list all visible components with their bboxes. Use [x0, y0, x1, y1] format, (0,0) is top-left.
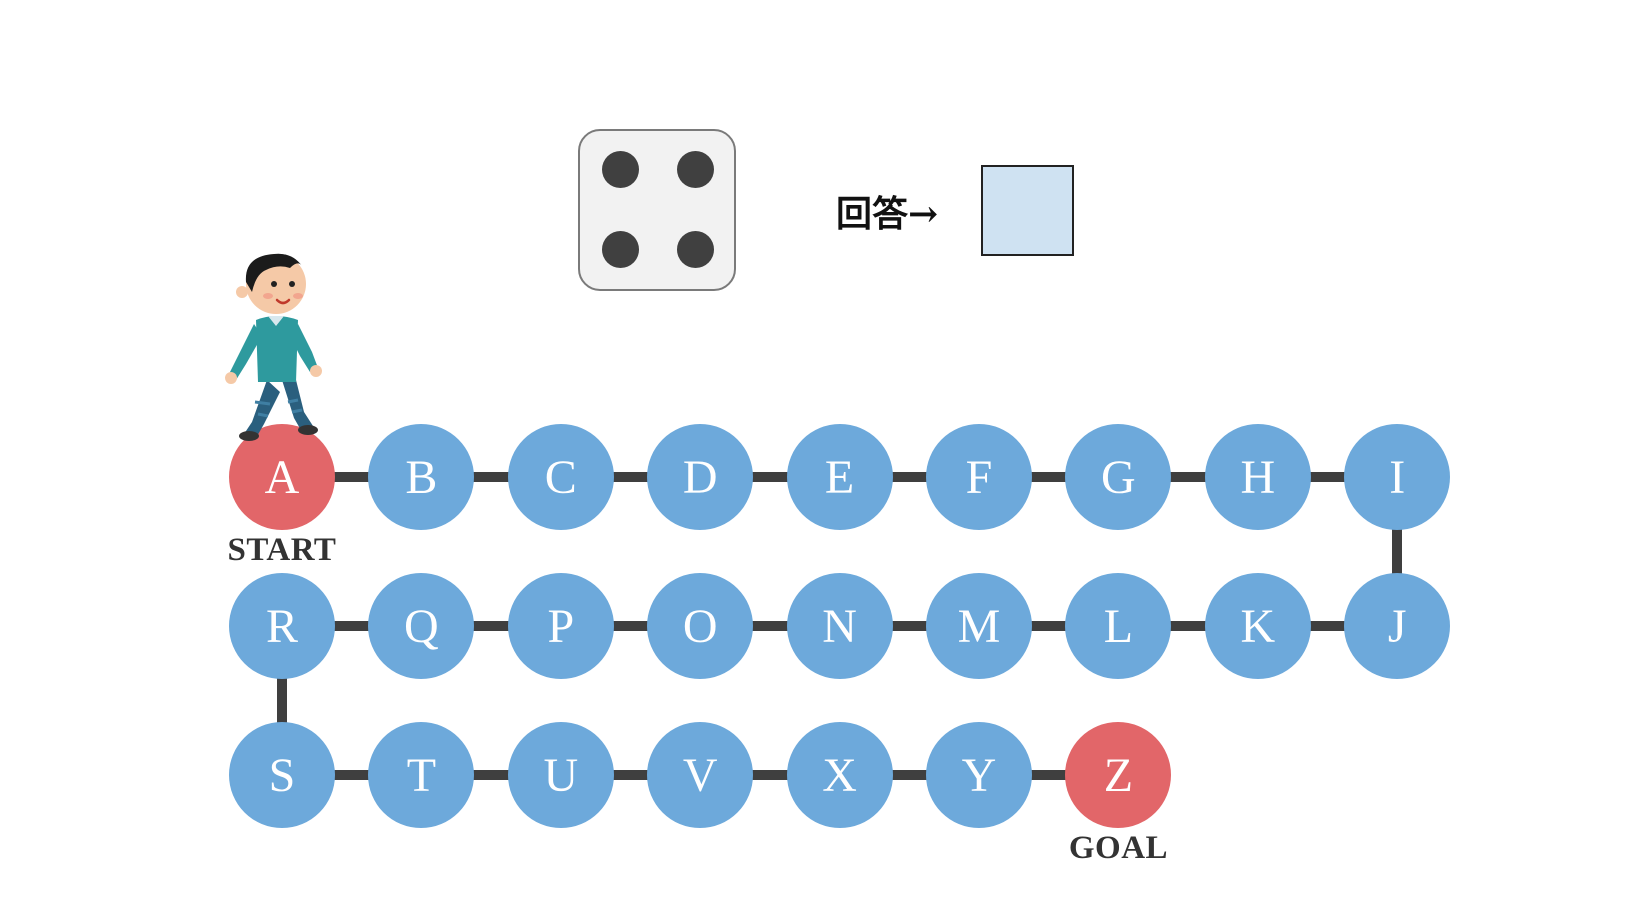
- board-node-label: D: [682, 451, 718, 504]
- board-node-label: C: [544, 451, 577, 504]
- board-node-l[interactable]: L: [1065, 573, 1172, 679]
- board-node-i[interactable]: I: [1344, 424, 1451, 530]
- die-pip: [677, 231, 714, 268]
- board-node-label: F: [965, 451, 993, 504]
- board-node-j[interactable]: J: [1344, 573, 1451, 679]
- board-node-label: S: [268, 749, 296, 802]
- board-node-label: H: [1240, 451, 1276, 504]
- board-node-label: Y: [961, 749, 997, 802]
- board-node-z[interactable]: Z: [1065, 722, 1172, 828]
- die-pip: [602, 151, 639, 188]
- board-node-g[interactable]: G: [1065, 424, 1172, 530]
- board-node-s[interactable]: S: [229, 722, 335, 828]
- board-node-h[interactable]: H: [1204, 424, 1311, 530]
- board-node-label: G: [1101, 451, 1136, 504]
- board-node-p[interactable]: P: [507, 573, 614, 679]
- board-node-label: P: [547, 600, 575, 653]
- board-node-label: I: [1389, 451, 1406, 504]
- board-node-label: X: [822, 749, 857, 802]
- board-node-u[interactable]: U: [507, 722, 614, 828]
- board-node-e[interactable]: E: [786, 424, 893, 530]
- goal-label: GOAL: [1068, 830, 1169, 866]
- board-node-label: B: [405, 451, 438, 504]
- board-node-label: Z: [1103, 749, 1134, 802]
- board-node-label: K: [1240, 600, 1276, 653]
- board-node-o[interactable]: O: [647, 573, 754, 679]
- walking-boy-icon: [225, 253, 322, 441]
- path-connector: [1392, 477, 1403, 626]
- die-pip: [602, 231, 639, 268]
- die-pip: [677, 151, 714, 188]
- board-node-label: N: [822, 600, 857, 653]
- board-node-v[interactable]: V: [647, 722, 754, 828]
- board-node-label: E: [824, 451, 855, 504]
- board-node-x[interactable]: X: [786, 722, 893, 828]
- board-node-t[interactable]: T: [368, 722, 475, 828]
- board-node-label: J: [1387, 600, 1407, 653]
- answer-label: 回答→: [836, 193, 939, 235]
- board-node-label: Q: [404, 600, 439, 653]
- board-node-m[interactable]: M: [926, 573, 1032, 679]
- board-node-label: O: [682, 600, 718, 653]
- board-node-q[interactable]: Q: [368, 573, 475, 679]
- answer-input[interactable]: [981, 165, 1074, 256]
- board-node-label: T: [406, 749, 437, 802]
- board-node-a[interactable]: A: [229, 424, 335, 530]
- board-node-d[interactable]: D: [647, 424, 754, 530]
- board-node-f[interactable]: F: [926, 424, 1032, 530]
- board-node-c[interactable]: C: [507, 424, 614, 530]
- board-node-label: L: [1103, 600, 1134, 653]
- board-node-n[interactable]: N: [786, 573, 893, 679]
- board-node-label: A: [264, 451, 300, 504]
- path-connector: [277, 626, 287, 775]
- board-node-r[interactable]: R: [229, 573, 335, 679]
- board-node-y[interactable]: Y: [926, 722, 1032, 828]
- board-node-label: U: [543, 749, 579, 802]
- board-node-label: R: [265, 600, 298, 653]
- board-node-k[interactable]: K: [1204, 573, 1311, 679]
- die[interactable]: [578, 129, 736, 291]
- board-node-label: M: [957, 600, 1001, 653]
- start-label: START: [227, 532, 337, 568]
- board-node-b[interactable]: B: [368, 424, 475, 530]
- board-node-label: V: [682, 749, 718, 802]
